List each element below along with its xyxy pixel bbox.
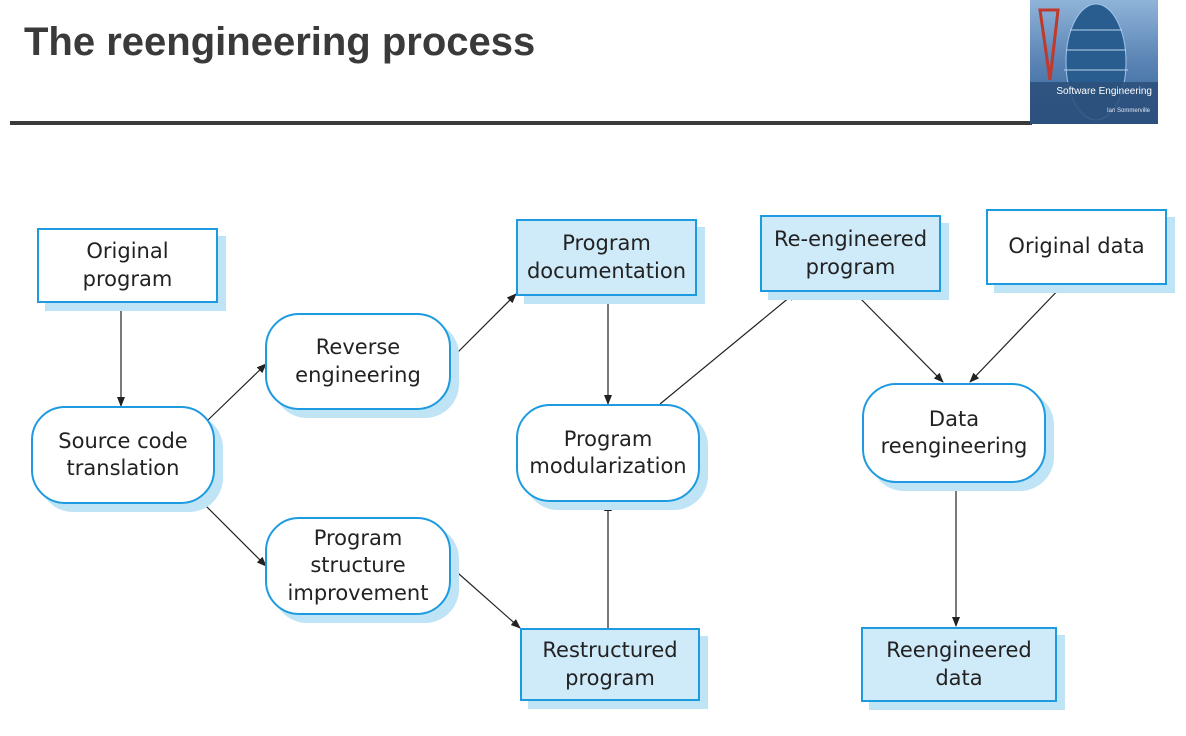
node-original-data: Original data (986, 209, 1167, 285)
book-cover-image: Software Engineering Ian Sommerville (1030, 0, 1158, 124)
arrow-translation-to-structure (201, 501, 267, 567)
arrow-modularization-to-reengineered (659, 291, 797, 405)
title-rule (10, 121, 1032, 125)
arrow-reengineered-to-data (851, 289, 944, 383)
cover-title: Software Engineering (1056, 86, 1152, 97)
node-reverse-engineering: Reverse engineering (265, 313, 451, 410)
cover-artwork (1030, 3, 1158, 124)
node-source-code-translation: Source code translation (31, 406, 215, 504)
arrow-originaldata-to-data (969, 283, 1065, 383)
node-program-structure-improvement: Program structure improvement (265, 517, 451, 615)
arrow-translation-to-reverse (207, 363, 267, 421)
node-restructured-program: Restructured program (520, 628, 700, 701)
cover-author: Ian Sommerville (1106, 108, 1150, 114)
node-reengineered-data: Reengineered data (861, 627, 1057, 702)
node-original-program: Original program (37, 228, 218, 303)
node-program-modularization: Program modularization (516, 404, 700, 502)
node-program-documentation: Program documentation (516, 219, 697, 296)
arrow-reverse-to-documentation (449, 293, 517, 361)
node-reengineered-program: Re-engineered program (760, 215, 941, 292)
slide-title: The reengineering process (24, 20, 536, 64)
arrow-structure-to-restructured (449, 565, 521, 629)
node-data-reengineering: Data reengineering (862, 383, 1046, 483)
